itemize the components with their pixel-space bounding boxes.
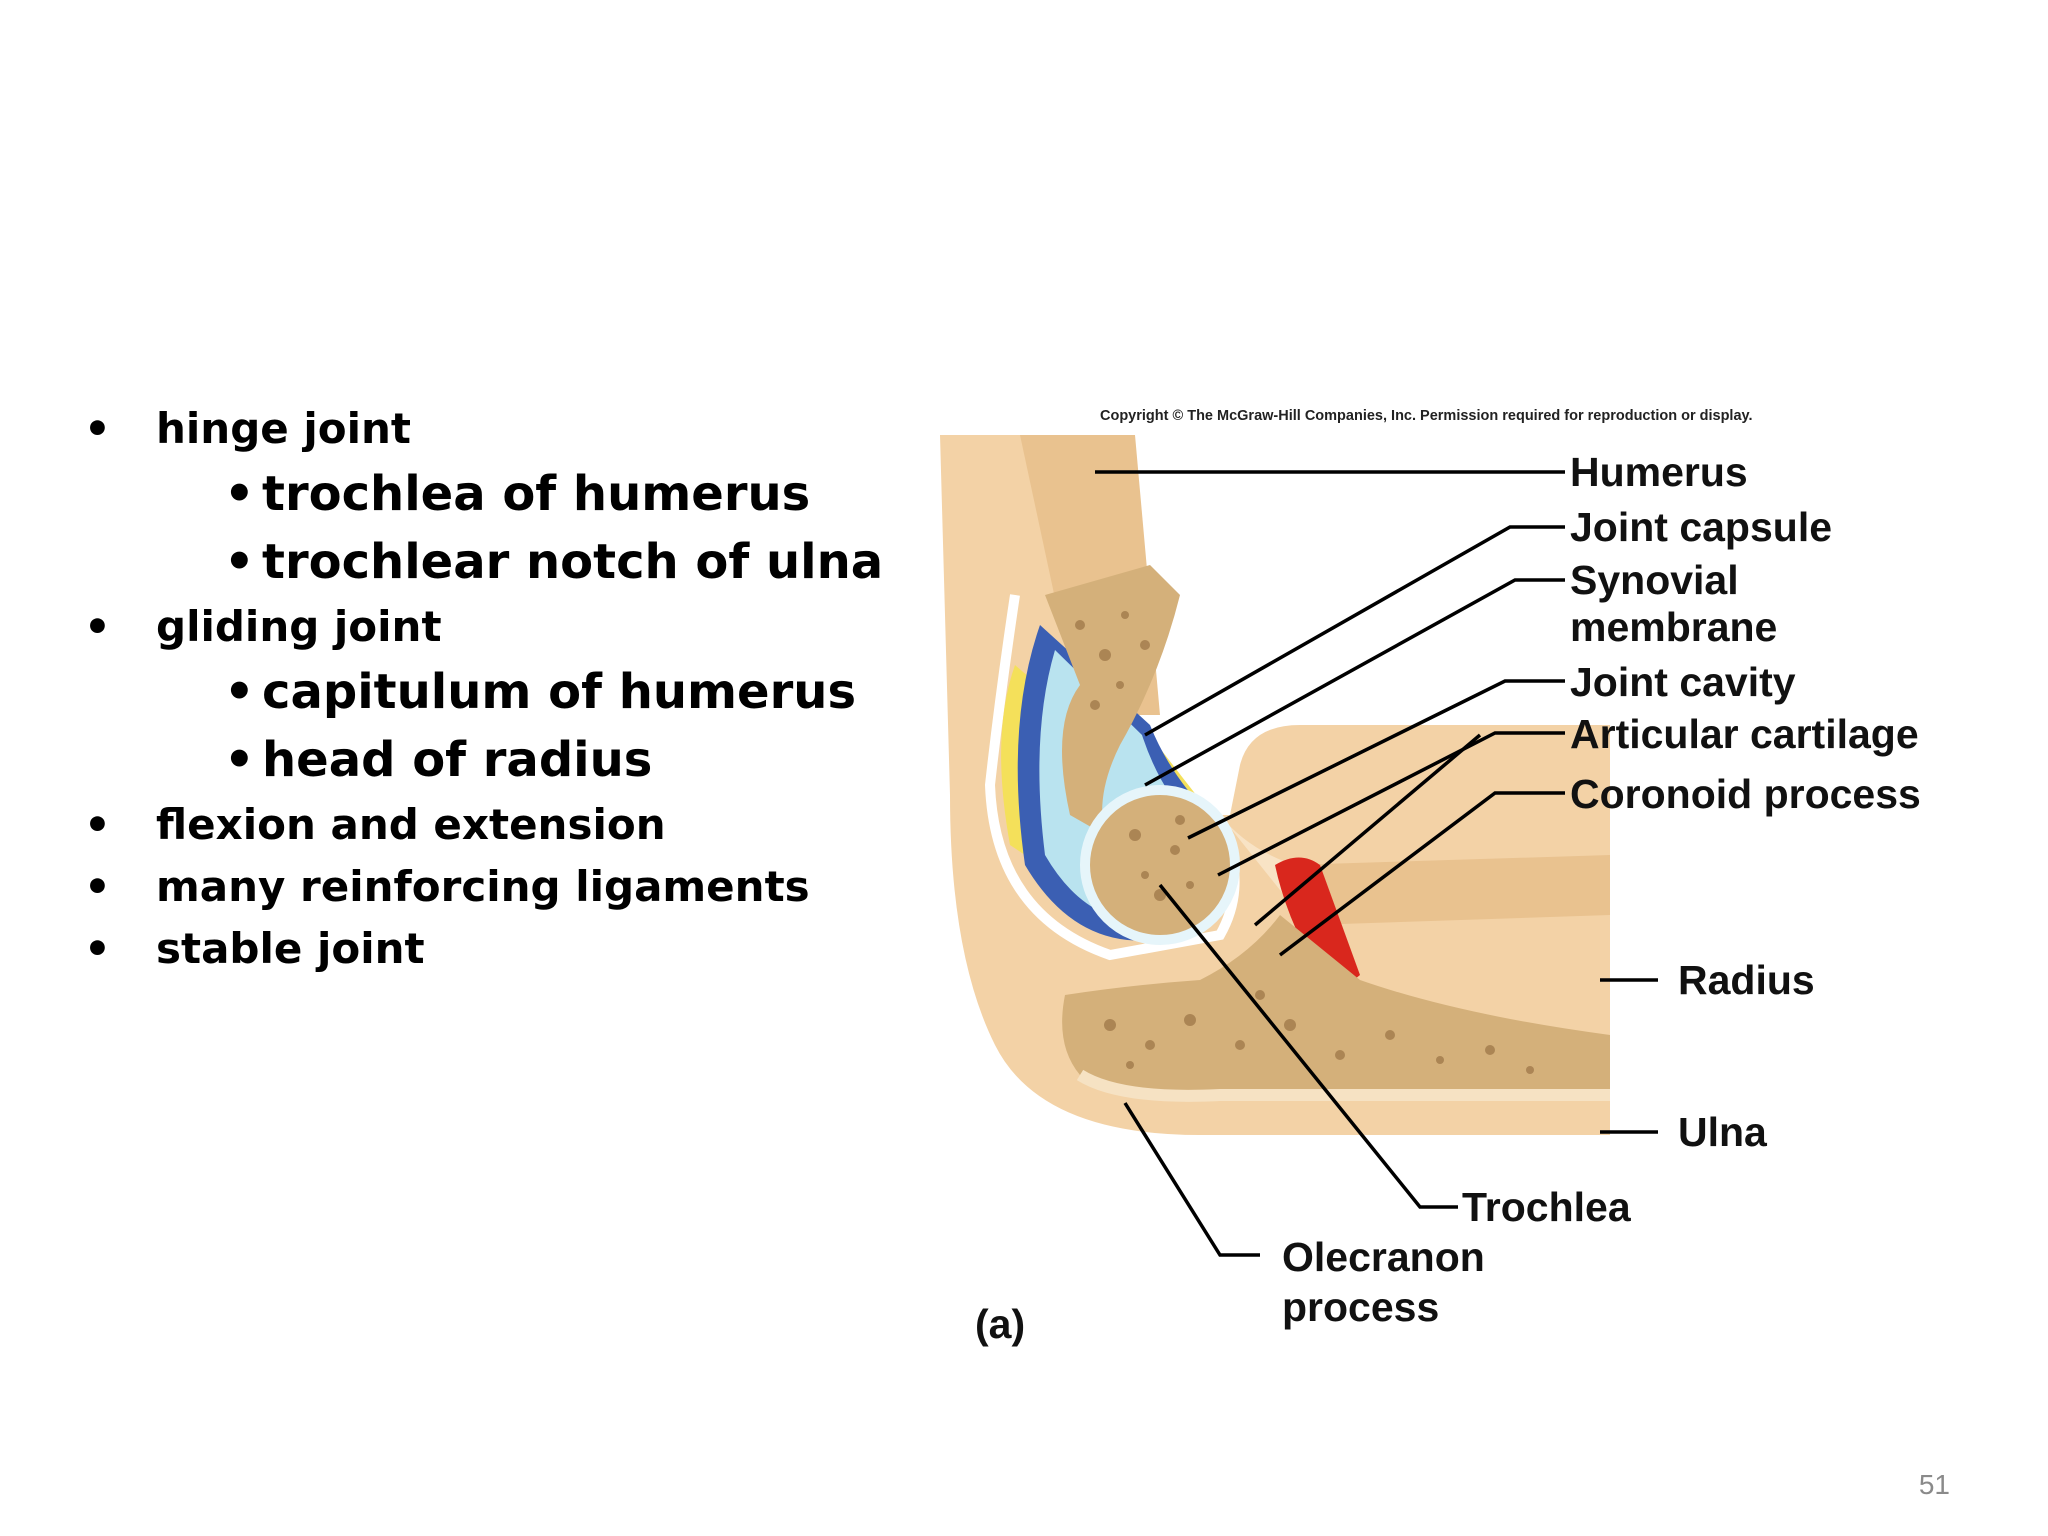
radius-bone [1285, 855, 1610, 925]
copyright-notice: Copyright © The McGraw-Hill Companies, I… [1100, 408, 1753, 424]
panel-label: (a) [975, 1301, 1026, 1347]
bullet-hinge-joint: hinge joint [84, 398, 898, 460]
label-synovial-membrane-line2: membrane [1570, 604, 1778, 650]
ulna-cortex [1076, 1069, 1610, 1102]
label-olecranon-line2: process [1282, 1284, 1440, 1330]
humerus-bone [1045, 565, 1180, 835]
bullet-ligaments: many reinforcing ligaments [84, 856, 898, 918]
label-humerus: Humerus [1570, 449, 1748, 495]
joint-capsule [984, 574, 1240, 961]
bone-texture [1075, 611, 1534, 1074]
label-radius: Radius [1678, 957, 1815, 1003]
label-olecranon-line1: Olecranon [1282, 1234, 1485, 1280]
skin-silhouette [940, 435, 1610, 1135]
label-joint-capsule: Joint capsule [1570, 504, 1833, 550]
bullet-stable-joint: stable joint [84, 918, 898, 980]
elbow-joint-diagram [940, 435, 1658, 1257]
label-synovial-membrane-line1: Synovial [1570, 557, 1739, 603]
bullet-flexion-extension: flexion and extension [84, 794, 898, 856]
label-coronoid-process: Coronoid process [1570, 771, 1921, 817]
label-articular-cartilage: Articular cartilage [1570, 711, 1919, 757]
label-trochlea: Trochlea [1462, 1184, 1631, 1230]
label-joint-cavity: Joint cavity [1570, 659, 1796, 705]
trochlea-bone [1085, 790, 1235, 940]
label-ulna: Ulna [1678, 1109, 1767, 1155]
ulna-bone [1062, 915, 1610, 1096]
slide-number: 51 [1918, 1469, 1950, 1500]
bullet-gliding-joint: gliding joint [84, 596, 898, 658]
sub-bullet-head-of-radius: head of radius [118, 726, 898, 794]
sub-bullet-trochlea-of-humerus: trochlea of humerus [118, 460, 898, 528]
bullet-list: hinge joint trochlea of humerus trochlea… [84, 398, 898, 980]
leader-lines [1095, 470, 1658, 1257]
sub-bullet-capitulum: capitulum of humerus [118, 658, 898, 726]
sub-bullet-trochlear-notch: trochlear notch of ulna [118, 528, 898, 596]
